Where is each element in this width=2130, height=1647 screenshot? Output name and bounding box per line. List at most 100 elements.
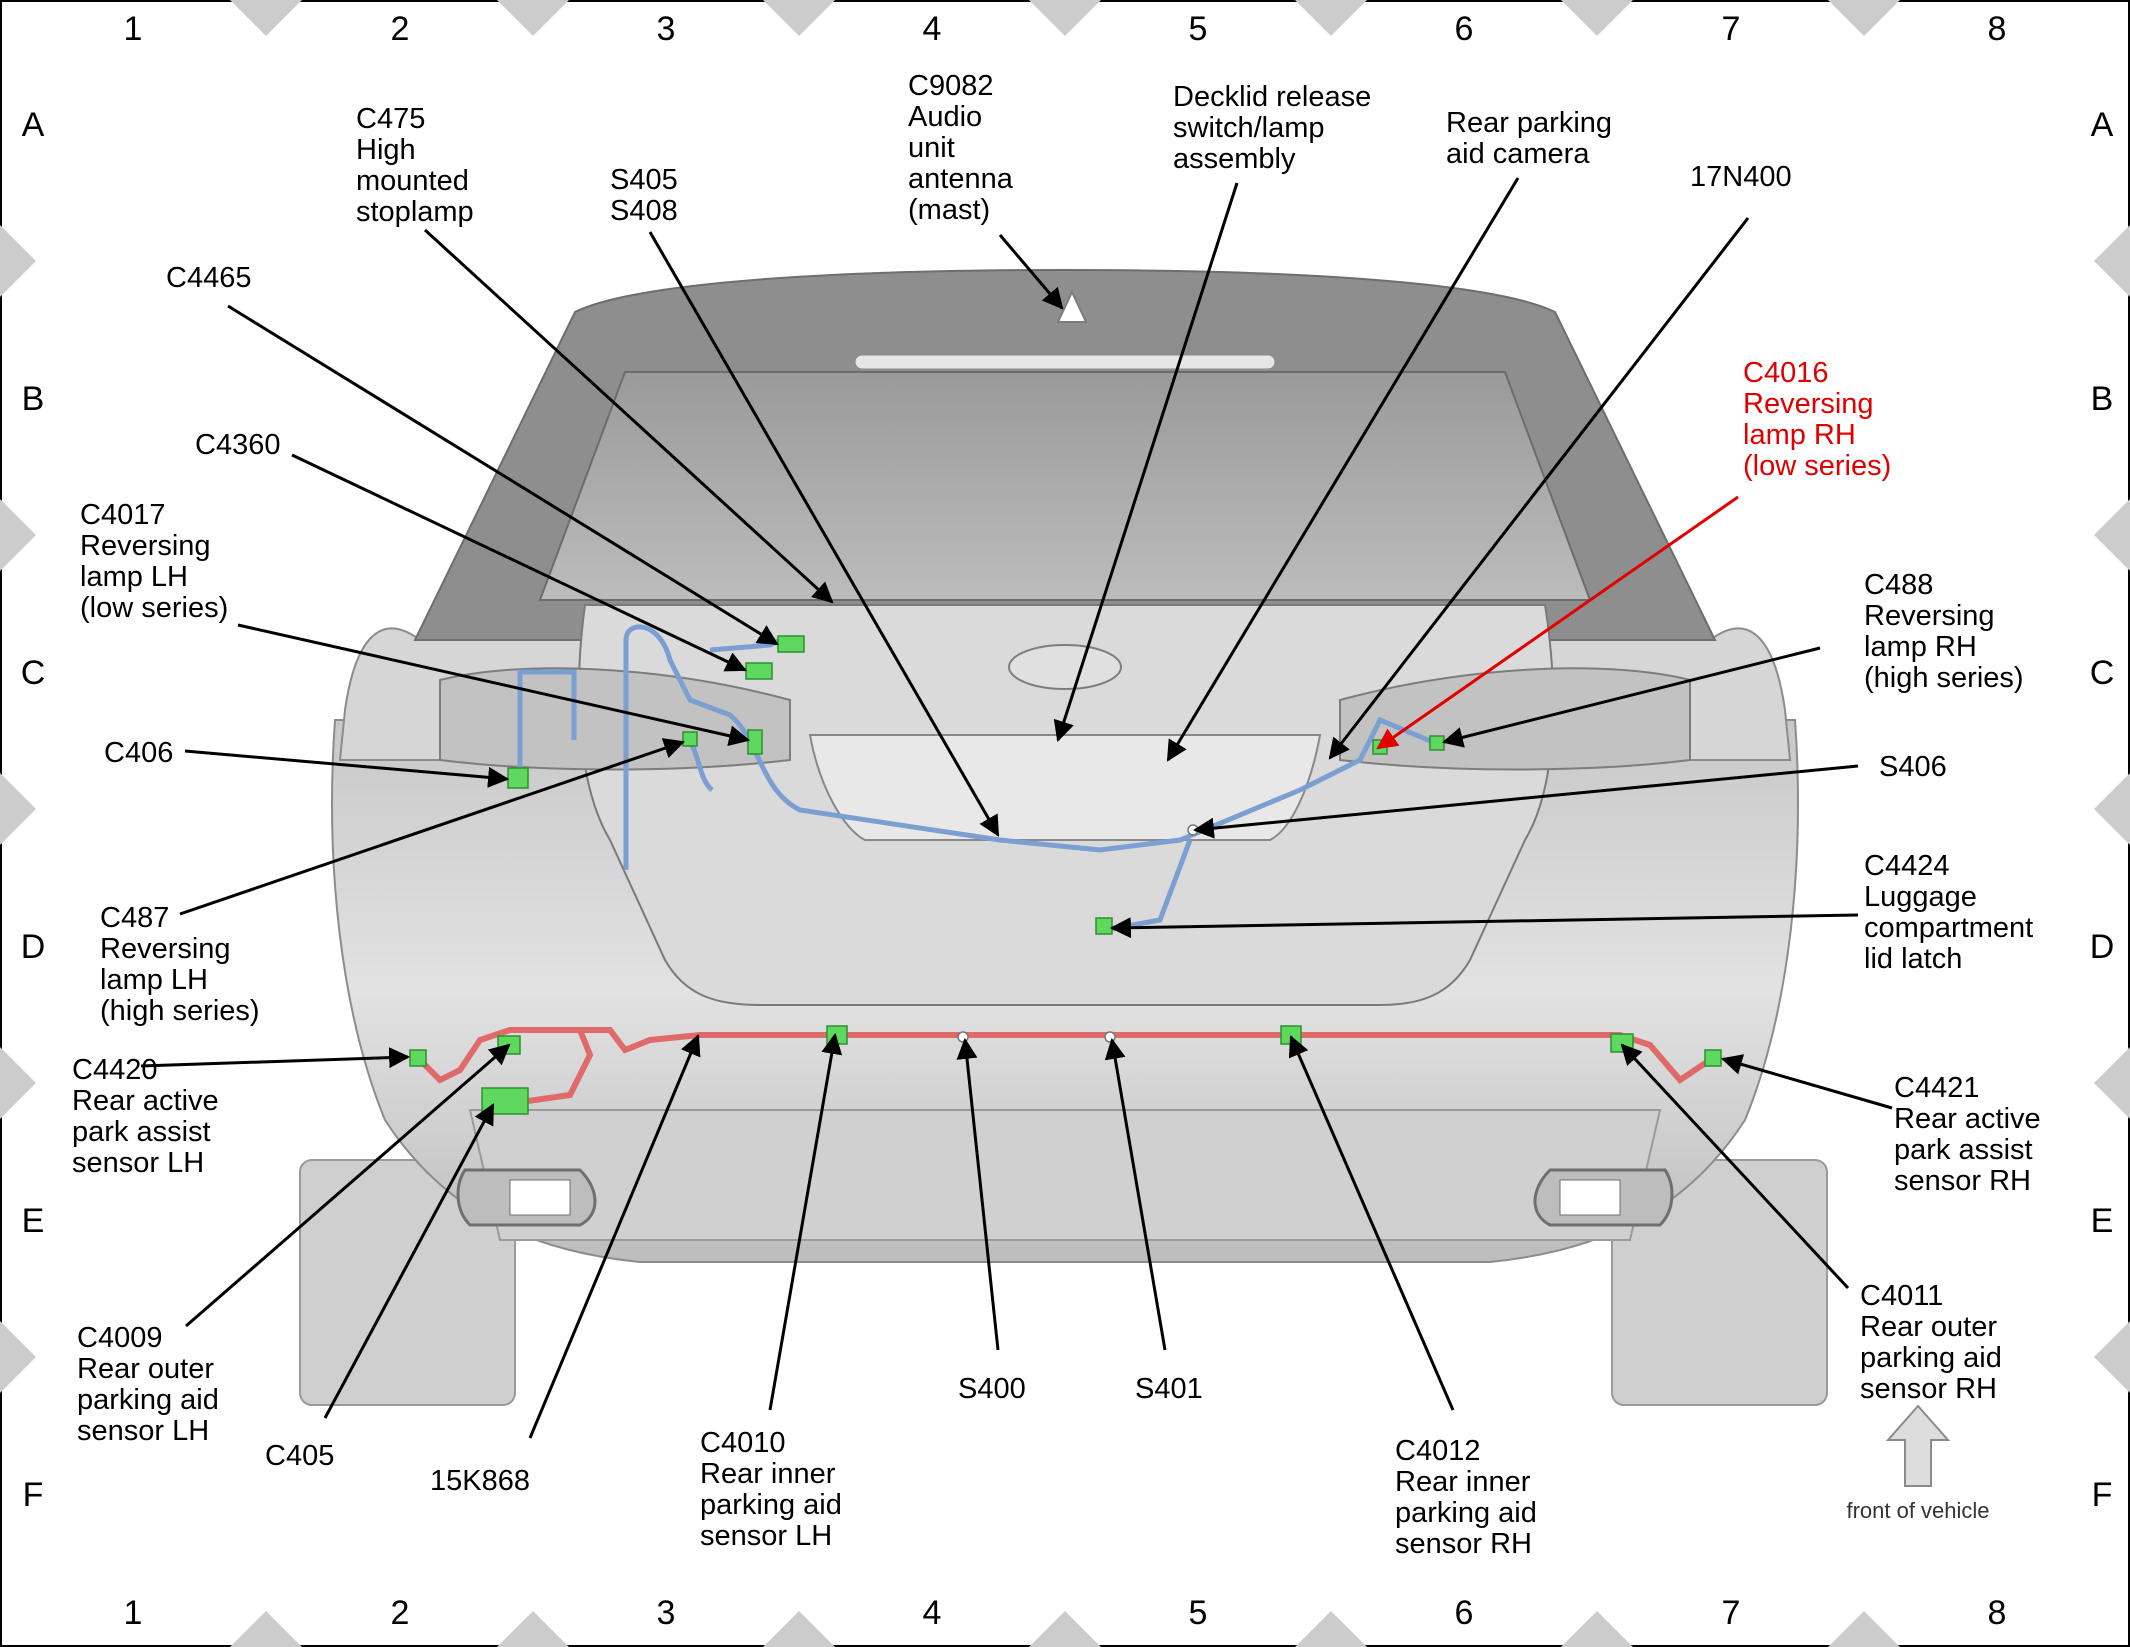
callout-description: (low series) [1743,450,1891,482]
row-label-right-F: F [2092,1476,2113,1514]
left-diamond-4 [0,1321,36,1393]
callout-code: C4420 [72,1054,157,1086]
column-label-bottom-7: 7 [1722,1594,1741,1632]
callout-s406: S406 [1879,751,1947,783]
top-diamond-5 [1561,0,1633,36]
right-exhaust-tip [1559,1179,1621,1216]
callout-description: (low series) [80,592,228,624]
callout-description: sensor RH [1894,1165,2031,1197]
callout-s401: S401 [1135,1373,1203,1405]
callout-description: antenna [908,163,1014,195]
row-label-left-F: F [23,1476,44,1514]
row-label-left-D: D [21,928,46,966]
column-label-top-4: 4 [923,10,942,48]
callout-description: Reversing [80,530,211,562]
callout-description: Rear outer [77,1353,214,1385]
callout-c405: C405 [265,1440,334,1472]
bottom-diamond-1 [497,1611,569,1647]
callout-code: C4012 [1395,1435,1480,1467]
callout-description: parking aid [1395,1497,1537,1529]
callout-description: Rear outer [1860,1311,1997,1343]
column-label-top-5: 5 [1189,10,1208,48]
column-label-top-8: 8 [1988,10,2007,48]
rear-window [538,371,1592,601]
bumper-harness [415,1027,1712,1108]
bottom-diamond-3 [1029,1611,1101,1647]
column-label-bottom-4: 4 [923,1594,942,1632]
plate-recess [808,734,1322,841]
callout-description: sensor RH [1860,1373,1997,1405]
stop-lamp-strip [854,354,1276,370]
callout-description: Rear active [72,1085,219,1117]
callout-code: S401 [1135,1373,1203,1405]
callout-code: C4465 [166,262,251,294]
top-diamond-4 [1295,0,1367,36]
brand-badge [1008,644,1122,690]
callout-code: 17N400 [1690,161,1792,193]
callout-code: C4011 [1860,1280,1943,1312]
callout-c406: C406 [104,737,173,769]
callout-description: lamp RH [1864,631,1977,663]
bottom-diamond-4 [1295,1611,1367,1647]
column-label-top-1: 1 [124,10,143,48]
column-label-bottom-5: 5 [1189,1594,1208,1632]
callout-description: (mast) [908,194,990,226]
column-label-bottom-2: 2 [391,1594,410,1632]
column-label-top-2: 2 [391,10,410,48]
callout-code: C4424 [1864,850,1949,882]
left-diamond-3 [0,1047,36,1119]
column-label-top-6: 6 [1455,10,1474,48]
lower-valance [468,1109,1662,1241]
callout-code: C488 [1864,569,1933,601]
antenna-icon [1056,289,1088,323]
row-label-left-E: E [22,1202,45,1240]
callout-description: assembly [1173,143,1296,175]
callout-description: Reversing [1743,388,1874,420]
callout-c4465: C4465 [166,262,251,294]
callout-description: compartment [1864,912,2033,944]
left-diamond-2 [0,773,36,845]
right-diamond-2 [2094,773,2130,845]
callout-description: sensor LH [77,1415,209,1447]
right-tyre [1611,1159,1828,1406]
callout-description: S408 [610,195,678,227]
callout-s400: S400 [958,1373,1026,1405]
vehicle-rear-view [299,268,1828,1406]
callout-description: parking aid [1860,1342,2002,1374]
row-label-right-D: D [2090,928,2115,966]
callout-code: C4010 [700,1427,785,1459]
callout-description: High [356,134,416,166]
callout-description: (high series) [100,995,260,1027]
callout-code: C487 [100,902,169,934]
callout-code: C4017 [80,499,165,531]
callout-description: Reversing [100,933,231,965]
top-diamond-1 [497,0,569,36]
callout-code: S406 [1879,751,1947,783]
callout-description: parking aid [700,1489,842,1521]
callout-description: lid latch [1864,943,1962,975]
callout-code: S400 [958,1373,1026,1405]
callout-description: Rear active [1894,1103,2041,1135]
callout-code: S405 [610,164,678,196]
connectors [409,635,1722,1115]
top-diamond-2 [763,0,835,36]
callout-description: (high series) [1864,662,2024,694]
callout-description: lamp LH [100,964,208,996]
callout-n15k868: 15K868 [430,1465,530,1497]
column-label-bottom-3: 3 [657,1594,676,1632]
callout-description: Reversing [1864,600,1995,632]
row-label-right-A: A [2091,106,2114,144]
callout-code: C4016 [1743,357,1828,389]
callout-description: sensor LH [700,1520,832,1552]
column-label-bottom-1: 1 [124,1594,143,1632]
